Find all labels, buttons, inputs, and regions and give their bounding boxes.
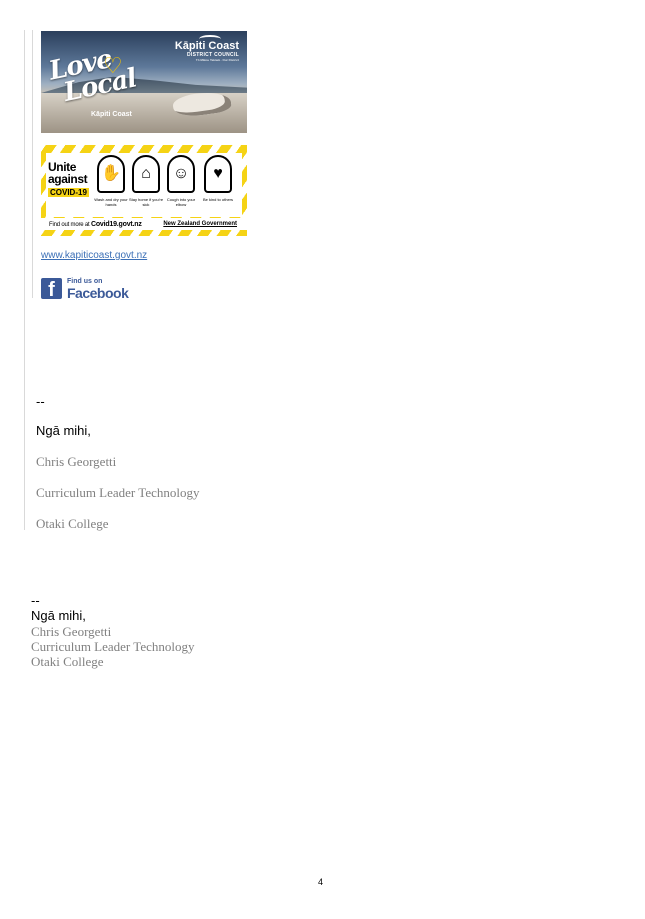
banner-footer xyxy=(41,218,247,230)
quote-border-inner xyxy=(32,30,33,298)
unite-covid-banner-image: Unite against COVID-19 ✋ Wash and dry yo… xyxy=(41,145,247,236)
heart-icon: ♥ xyxy=(204,155,232,193)
facebook-icon: f xyxy=(41,278,62,301)
quote-border-outer xyxy=(24,30,25,530)
council-logo-icon xyxy=(199,35,221,43)
unite-title: Unite against xyxy=(48,160,88,186)
logo-sub: DISTRICT COUNCIL xyxy=(186,52,239,58)
signature-dashes: -- xyxy=(31,593,40,608)
quoted-signature-role: Curriculum Leader Technology xyxy=(36,485,200,500)
quoted-signature-dashes: -- xyxy=(36,394,45,409)
icon-caption: Cough into your elbow xyxy=(166,197,196,207)
page-number: 4 xyxy=(318,877,324,887)
signature-name: Chris Georgetti xyxy=(31,624,112,639)
find-site: Covid19.govt.nz xyxy=(90,221,142,228)
unite-line2: against xyxy=(48,172,88,186)
facebook-label: Facebook xyxy=(67,285,129,301)
find-out-more: Find out more at Covid19.govt.nz xyxy=(49,221,142,228)
yellow-heart-icon: ♡ xyxy=(103,53,123,78)
quoted-signature-closing: Ngā mihi, xyxy=(36,423,91,438)
covid-tag: COVID-19 xyxy=(48,188,89,197)
nz-government-logo: New Zealand Government xyxy=(163,221,237,227)
signature-school: Otaki College xyxy=(31,654,104,669)
cough-elbow-icon: ☺ xyxy=(167,155,195,193)
find-prefix: Find out more at xyxy=(49,222,91,228)
place-caption: Kāpiti Coast xyxy=(91,111,132,118)
logo-tagline: Tō Mātou Takiwā · Our District xyxy=(195,58,239,62)
council-logo: Kāpiti Coast DISTRICT COUNCIL Tō Mātou T… xyxy=(174,40,239,63)
signature-role: Curriculum Leader Technology xyxy=(31,639,195,654)
facebook-find-us: Find us on xyxy=(67,278,103,285)
icon-caption: Be kind to others xyxy=(202,197,234,202)
washing-hands-icon: ✋ xyxy=(97,155,125,193)
signature-closing: Ngā mihi, xyxy=(31,608,86,623)
icon-caption: Wash and dry your hands xyxy=(94,197,128,207)
stay-home-icon: ⌂ xyxy=(132,155,160,193)
love-local-banner-image: Love Local ♡ Kāpiti Coast Kāpiti Coast D… xyxy=(41,31,247,133)
quoted-signature-school: Otaki College xyxy=(36,516,109,531)
icon-caption: Stay home if you're sick xyxy=(128,197,164,207)
unite-line1: Unite xyxy=(48,160,77,174)
logo-main: Kāpiti Coast xyxy=(174,40,239,52)
council-website-link[interactable]: www.kapiticoast.govt.nz xyxy=(41,250,148,261)
quoted-signature-name: Chris Georgetti xyxy=(36,454,117,469)
